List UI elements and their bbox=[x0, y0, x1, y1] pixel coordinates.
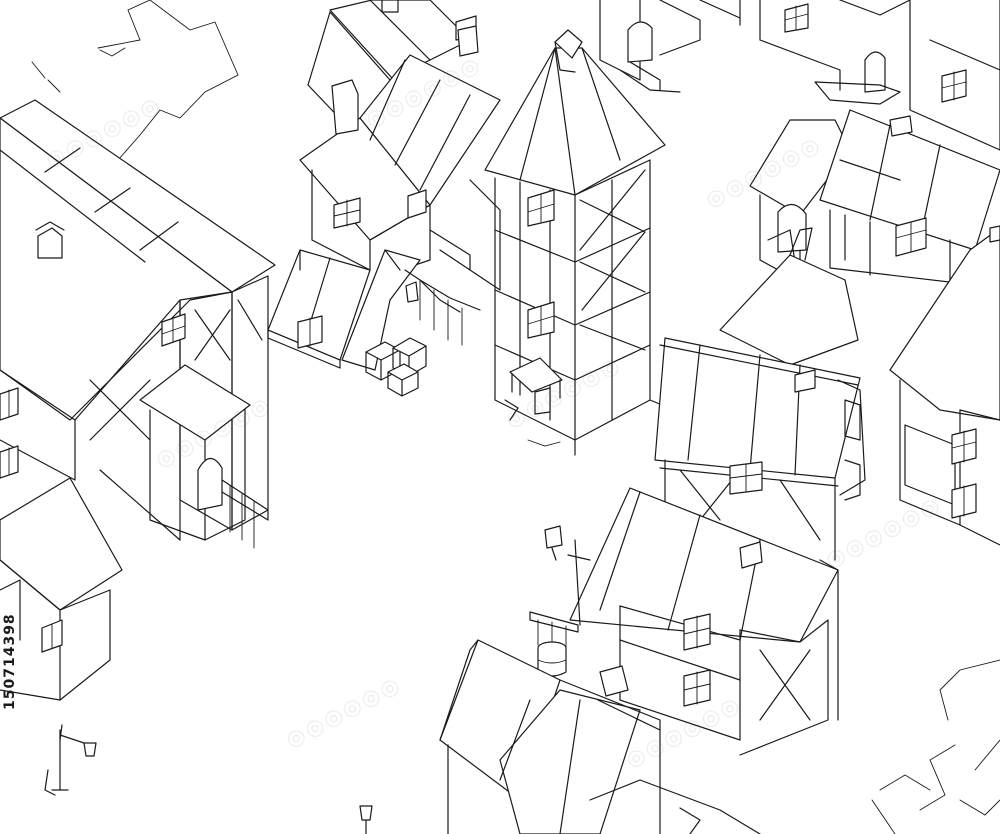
tall-timber-tower bbox=[485, 30, 665, 455]
bottom-center-house bbox=[440, 640, 760, 834]
lower-right-timber-house bbox=[530, 488, 838, 755]
small-house-bottom-left bbox=[0, 478, 122, 700]
house-far-right bbox=[890, 226, 1000, 545]
rock-outcrop-top-left bbox=[32, 0, 238, 160]
barrel bbox=[538, 642, 566, 676]
middle-right-timber-house bbox=[655, 228, 865, 560]
lamp-post-bottom bbox=[360, 806, 372, 834]
house-with-stairs-left bbox=[140, 365, 268, 548]
house-top-right bbox=[600, 0, 1000, 150]
rock-outcrop-bottom-right bbox=[872, 660, 1000, 834]
house-porch-right bbox=[750, 110, 1000, 285]
street-lamp-left bbox=[45, 725, 96, 795]
stock-id-label: 150714398 bbox=[2, 613, 18, 710]
house-cluster-top-center bbox=[268, 0, 500, 370]
large-timber-house-left bbox=[0, 100, 275, 540]
wooden-crates bbox=[366, 338, 426, 396]
